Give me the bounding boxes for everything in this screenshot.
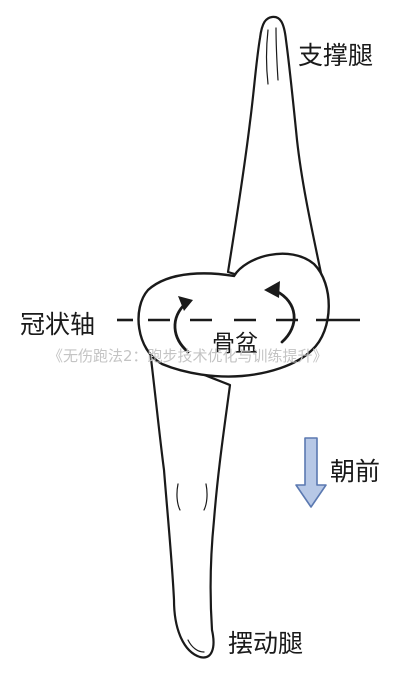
forward-direction-arrow-icon bbox=[295, 437, 327, 508]
support-foot-toe-line bbox=[265, 29, 269, 85]
support-leg-label: 支撑腿 bbox=[298, 41, 374, 70]
book-watermark: 《无伤跑法2：跑步技术优化与训练提升》 bbox=[48, 347, 328, 365]
swing-leg bbox=[148, 348, 232, 659]
coronal-axis-label: 冠状轴 bbox=[20, 310, 96, 339]
rotation-arrow-right-head bbox=[264, 281, 280, 298]
forward-label: 朝前 bbox=[330, 457, 381, 486]
pelvis-shape bbox=[137, 252, 330, 378]
pelvis-label: 骨盆 bbox=[212, 331, 258, 357]
swing-leg-outline bbox=[148, 348, 232, 659]
rotation-arrow-right bbox=[274, 289, 296, 344]
rotation-arrows-icon bbox=[173, 281, 296, 354]
rotation-arrow-left-head bbox=[178, 296, 193, 311]
swing-knee-line bbox=[203, 483, 208, 511]
swing-knee-line bbox=[176, 483, 181, 511]
swing-leg-label: 摆动腿 bbox=[228, 629, 304, 658]
swing-toe-line bbox=[187, 639, 205, 653]
support-foot-toe-line bbox=[275, 27, 279, 81]
